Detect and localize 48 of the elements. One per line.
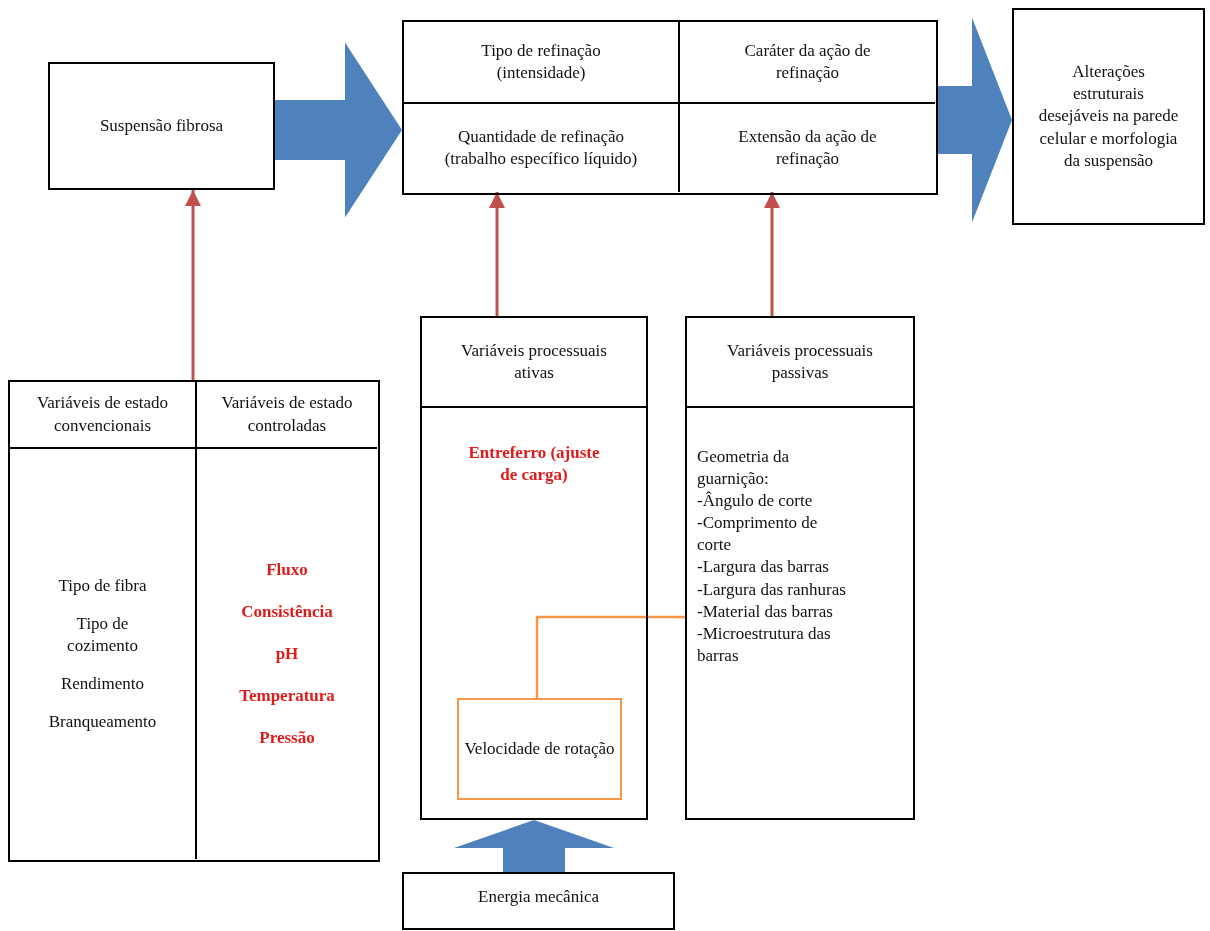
list-box bbox=[685, 406, 915, 820]
node-text: -Ângulo de corte bbox=[697, 490, 813, 513]
block-arrow bbox=[275, 42, 402, 218]
node-text: Variáveis de estado convencionais bbox=[35, 392, 170, 437]
node-text: Rendimento bbox=[60, 673, 145, 696]
process-box bbox=[48, 62, 275, 190]
node-text: Quantidade de refinação (trabalho específico líquido) bbox=[444, 125, 638, 170]
node-text: Energia mecânica bbox=[478, 886, 599, 908]
process-box bbox=[420, 406, 648, 820]
node-text: -Largura das ranhuras bbox=[697, 578, 846, 601]
node-text: Consistência bbox=[241, 600, 333, 623]
node-text: Velocidade de rotação bbox=[464, 737, 615, 760]
table-cell bbox=[404, 22, 680, 104]
result-box bbox=[1012, 8, 1205, 225]
node-text: Branqueamento bbox=[48, 711, 157, 734]
node-text: Variáveis processuais ativas bbox=[460, 339, 608, 384]
node-text: Variáveis processuais passivas bbox=[726, 339, 874, 384]
node-text: Entreferro (ajuste de carga) bbox=[467, 442, 601, 487]
table-cell bbox=[10, 382, 197, 449]
node-text: Suspensão fibrosa bbox=[99, 114, 224, 137]
connector-line bbox=[535, 615, 685, 698]
node-text: Pressão bbox=[259, 727, 315, 750]
node-text: Extensão da ação de refinação bbox=[737, 125, 878, 170]
input-box bbox=[402, 872, 675, 930]
node-text: Variáveis de estado controladas bbox=[220, 392, 354, 437]
block-arrow bbox=[938, 17, 1012, 223]
arrow bbox=[185, 190, 201, 380]
block-arrow bbox=[454, 820, 614, 872]
table-box bbox=[402, 20, 938, 195]
node-text: -Comprimento de corte bbox=[697, 512, 819, 557]
process-box bbox=[457, 698, 622, 800]
header-box bbox=[420, 316, 648, 408]
table-box bbox=[8, 380, 380, 862]
arrow bbox=[489, 192, 505, 316]
node-text: Geometria da guarnição: bbox=[697, 446, 791, 491]
arrow bbox=[764, 192, 780, 316]
node-text: -Microestrutura das barras bbox=[697, 622, 832, 667]
node-text: Caráter da ação de refinação bbox=[743, 39, 872, 84]
node-text: Tipo de refinação (intensidade) bbox=[480, 39, 602, 84]
node-text: Tipo de cozimento bbox=[66, 612, 139, 657]
node-text: pH bbox=[275, 642, 299, 665]
node-text: -Material das barras bbox=[697, 600, 833, 623]
node-text: -Largura das barras bbox=[697, 556, 829, 579]
node-text: Tipo de fibra bbox=[58, 574, 147, 597]
node-text: Fluxo bbox=[266, 558, 308, 581]
node-text: Temperatura bbox=[239, 685, 335, 708]
node-text: Alterações estruturais desejáveis na parede celular e morfologia da suspensão bbox=[1038, 61, 1179, 172]
header-box bbox=[685, 316, 915, 408]
